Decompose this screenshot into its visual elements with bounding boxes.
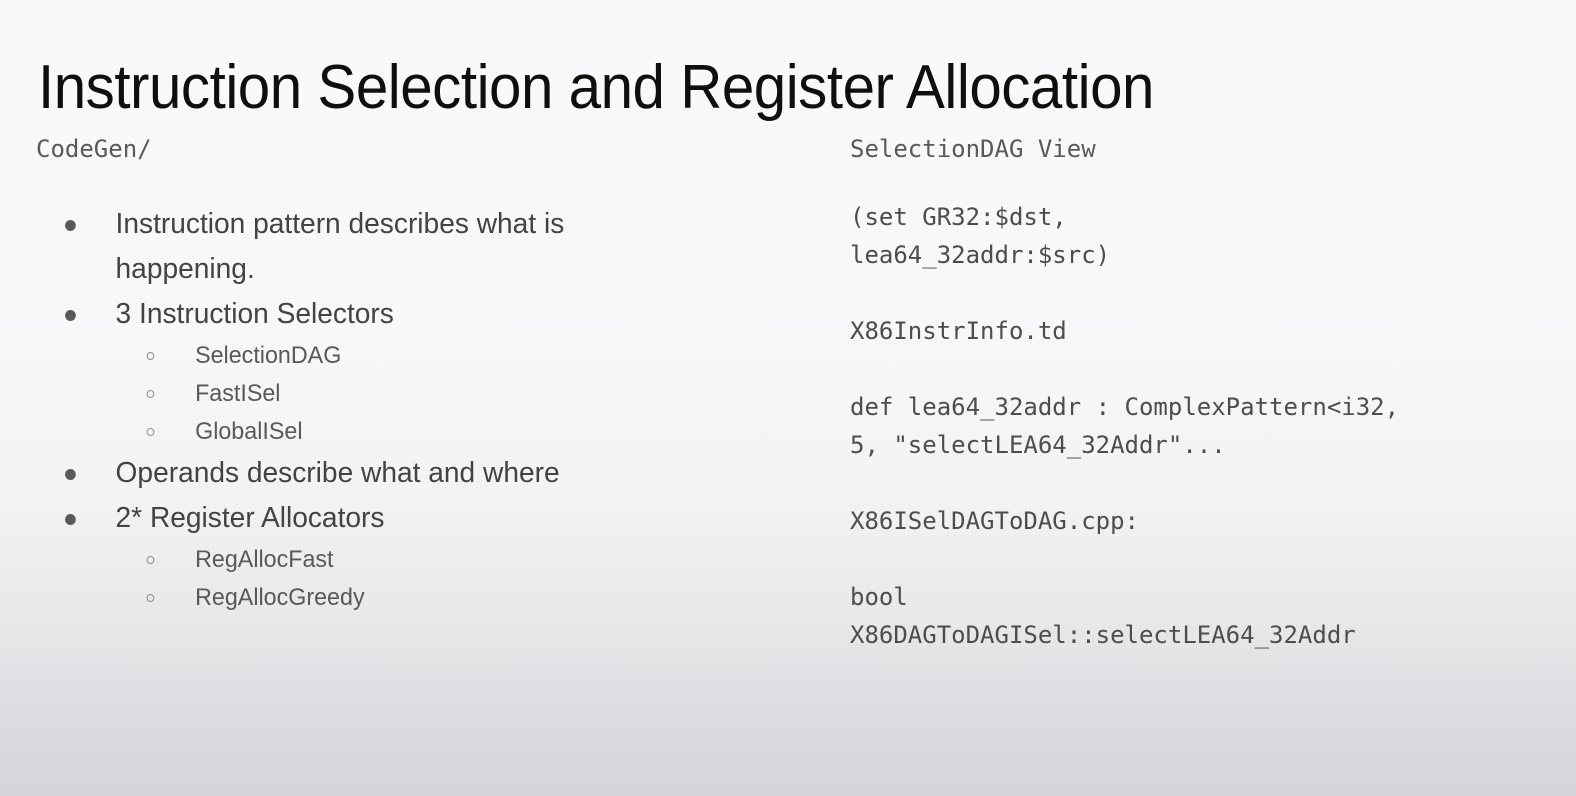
list-item: 3 Instruction Selectors xyxy=(36,292,659,337)
code-snippet: def lea64_32addr : ComplexPattern<i32, 5… xyxy=(850,393,1400,459)
code-snippet: bool X86DAGToDAGISel::selectLEA64_32Addr xyxy=(850,583,1356,649)
list-item: RegAllocGreedy xyxy=(36,579,793,617)
list-item: FastISel xyxy=(36,375,793,413)
list-item: Instruction pattern describes what is ha… xyxy=(36,202,659,292)
page-title: Instruction Selection and Register Alloc… xyxy=(38,52,1154,122)
list-item: RegAllocFast xyxy=(36,541,793,579)
code-snippet: X86ISelDAGToDAG.cpp: xyxy=(850,507,1139,535)
code-snippet: (set GR32:$dst, lea64_32addr:$src) xyxy=(850,203,1111,269)
left-column: CodeGen/ Instruction pattern describes w… xyxy=(36,134,816,617)
selectiondag-code-list: (set GR32:$dst, lea64_32addr:$src) X86In… xyxy=(850,198,1550,654)
instruction-selectors-sublist: SelectionDAG FastISel GlobalISel xyxy=(36,337,816,451)
list-item: GlobalISel xyxy=(36,413,793,451)
right-column-heading: SelectionDAG View xyxy=(850,135,1096,163)
register-allocators-sublist: RegAllocFast RegAllocGreedy xyxy=(36,541,816,617)
left-column-heading: CodeGen/ xyxy=(36,135,152,163)
codegen-bullet-list: Instruction pattern describes what is ha… xyxy=(36,202,816,617)
list-item: SelectionDAG xyxy=(36,337,793,375)
right-column: SelectionDAG View (set GR32:$dst, lea64_… xyxy=(850,134,1550,654)
code-snippet: X86InstrInfo.td xyxy=(850,317,1067,345)
list-item: 2* Register Allocators xyxy=(36,496,659,541)
list-item: Operands describe what and where xyxy=(36,451,659,496)
